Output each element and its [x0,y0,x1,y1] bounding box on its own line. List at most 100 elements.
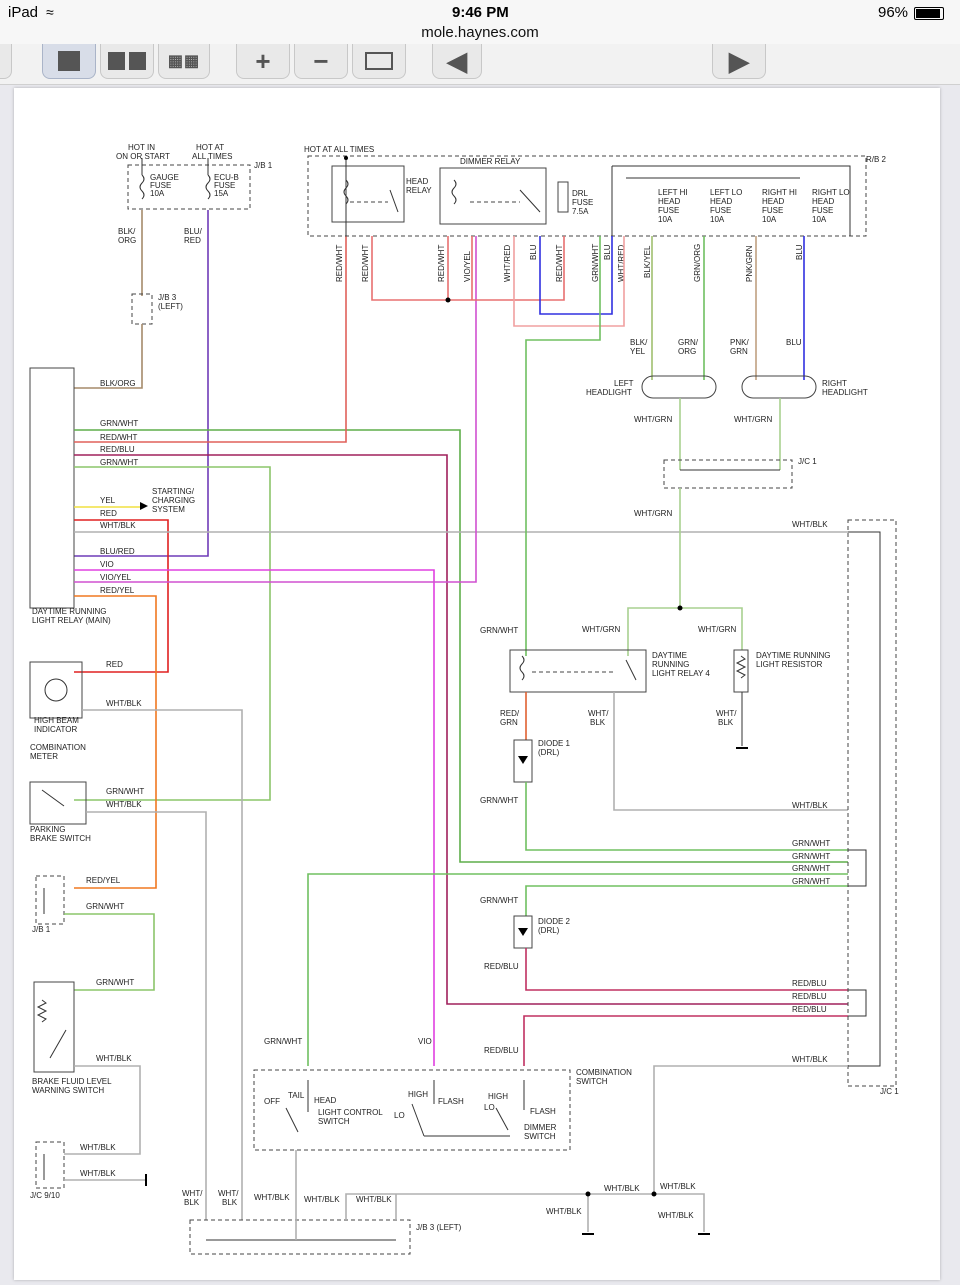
label-right-lo: RIGHT LO [812,188,850,197]
triangle-right-icon: ▶ [729,45,749,76]
label-red-blu-a: RED/BLU [792,979,827,988]
label-relay-blk-org: BLK/ORG [100,379,136,388]
label-wb-g4: WHT/BLK [658,1211,694,1220]
label-relay-vio-yel: VIO/YEL [100,573,132,582]
label-jc1-top: J/C 1 [798,457,817,466]
label-drl-relay-main2: LIGHT RELAY (MAIN) [32,616,111,625]
label-ecub-15a: 15A [214,189,229,198]
label-relay4-wht: WHT/ [588,709,609,718]
drl-relay-main-box [29,367,75,609]
grid-view-button[interactable]: ▦▦ [158,44,210,79]
label-grn-wht-drl: GRN/WHT [480,626,518,635]
label-drl-fuse: FUSE [572,198,593,207]
next-page-button[interactable]: ▶ [712,44,766,79]
label-jb3-blk-b: BLK [222,1198,238,1207]
label-left-hl: LEFT [614,379,634,388]
label-relay-red: RED [100,509,117,518]
label-relay-yel: YEL [100,496,116,505]
jb1-small [35,875,65,925]
label-ecub: ECU-B [214,173,239,182]
jc1-right [847,519,897,1087]
previous-page-button[interactable]: ◀ [432,44,482,79]
label-grn-wht-d2: GRN/WHT [480,896,518,905]
label-gauge: GAUGE [150,173,179,182]
device-name: iPad [8,4,39,21]
label-switch: SWITCH [318,1117,350,1126]
zoom-out-button[interactable]: − [294,44,348,79]
label-light-control: LIGHT CONTROL [318,1108,383,1117]
label-red-grn-a: RED/ [500,709,520,718]
label-jb3-wb-1: WHT/BLK [254,1193,290,1202]
label-relay4-blk: BLK [590,718,606,727]
label-diode1b: (DRL) [538,748,560,757]
label-rb2: R/B 2 [866,155,887,164]
label-right-hi: RIGHT HI [762,188,797,197]
head-relay-box [331,165,405,223]
label-wht-grn-5: WHT/GRN [698,625,736,634]
label-10a-1: 10A [658,215,673,224]
label-res-wht: WHT/ [716,709,737,718]
label-relay-red-blu: RED/BLU [100,445,135,454]
label-relay-red-yel: RED/YEL [100,586,135,595]
battery-percent: 96% [878,4,909,21]
label-indicator: INDICATOR [34,725,77,734]
monitor-icon [365,52,393,70]
label-ecub-fuse: FUSE [214,181,235,190]
label-wht-blk-hb: WHT/BLK [106,699,142,708]
single-page-view-button[interactable] [42,44,96,79]
jb1-box [127,164,251,210]
two-page-view-button[interactable] [100,44,154,79]
label-hot-all-times-top: HOT AT ALL TIMES [304,145,374,154]
label-drl-resistor: DAYTIME RUNNING [756,651,831,660]
arrow-right-icon [140,502,148,510]
grid-icon: ▦▦ [167,53,201,70]
label-jb3-left-b: J/B 3 (LEFT) [416,1223,462,1232]
vlabel-wht-red-1: WHT/RED [503,244,512,282]
label-wht-grn-3: WHT/GRN [634,509,672,518]
label-hot-in: HOT IN [128,143,155,152]
jc910 [35,1141,65,1189]
vlabel-pnk-grn: PNK/GRN [745,245,754,282]
label-vio-cs: VIO [418,1037,432,1046]
label-head-relay: HEAD [406,177,428,186]
label-head-2: HEAD [710,197,732,206]
vlabel-red-wht-4: RED/WHT [555,245,564,282]
label-lo-1: LO [394,1111,405,1120]
label-grn-wht-c: GRN/WHT [792,864,830,873]
label-comb-switch: COMBINATION [576,1068,632,1077]
label-grn-wht-d: GRN/WHT [792,877,830,886]
plus-icon: + [255,45,271,76]
label-relay-grn-wht2: GRN/WHT [100,458,138,467]
label-blu-red: BLU/ [184,227,203,236]
vlabel-red-wht-1: RED/WHT [335,245,344,282]
label-high-2: HIGH [488,1092,508,1101]
vlabel-blu-3: BLU [795,244,804,260]
back-button[interactable] [0,44,12,79]
label-fuse-4: FUSE [812,206,833,215]
headlight-fuses: LEFT HI HEAD FUSE 10A LEFT LO HEAD FUSE … [658,188,850,224]
drl-resistor [733,649,749,693]
single-page-icon [58,51,80,71]
label-10a-3: 10A [762,215,777,224]
label-red-blu-c: RED/BLU [792,1005,827,1014]
label-drl-relay-main: DAYTIME RUNNING [32,607,107,616]
label-daytime: DAYTIME [652,651,687,660]
label-grn-org-b: ORG [678,347,696,356]
label-diode2: DIODE 2 [538,917,571,926]
label-wht-blk-top: WHT/BLK [792,520,828,529]
url-bar[interactable]: mole.haynes.com [0,24,960,44]
label-relay-grn-wht: GRN/WHT [100,419,138,428]
pdf-toolbar: ▦▦ + − ◀ 1 / 1 ▶ [0,44,960,118]
label-10a-2: 10A [710,215,725,224]
label-pnk-grn-a: PNK/ [730,338,749,347]
fit-page-button[interactable] [352,44,406,79]
label-wht-blk-jc-a: WHT/BLK [80,1143,116,1152]
label-right-hl2: HEADLIGHT [822,388,868,397]
triangle-left-icon: ◀ [447,45,467,76]
label-head-sw: HEAD [314,1096,336,1105]
label-grn-wht-cs: GRN/WHT [264,1037,302,1046]
drl-relay4-box [509,649,647,693]
zoom-in-button[interactable]: + [236,44,290,79]
label-comb-meter: COMBINATION [30,743,86,752]
label-drl-resistor2: LIGHT RESISTOR [756,660,823,669]
